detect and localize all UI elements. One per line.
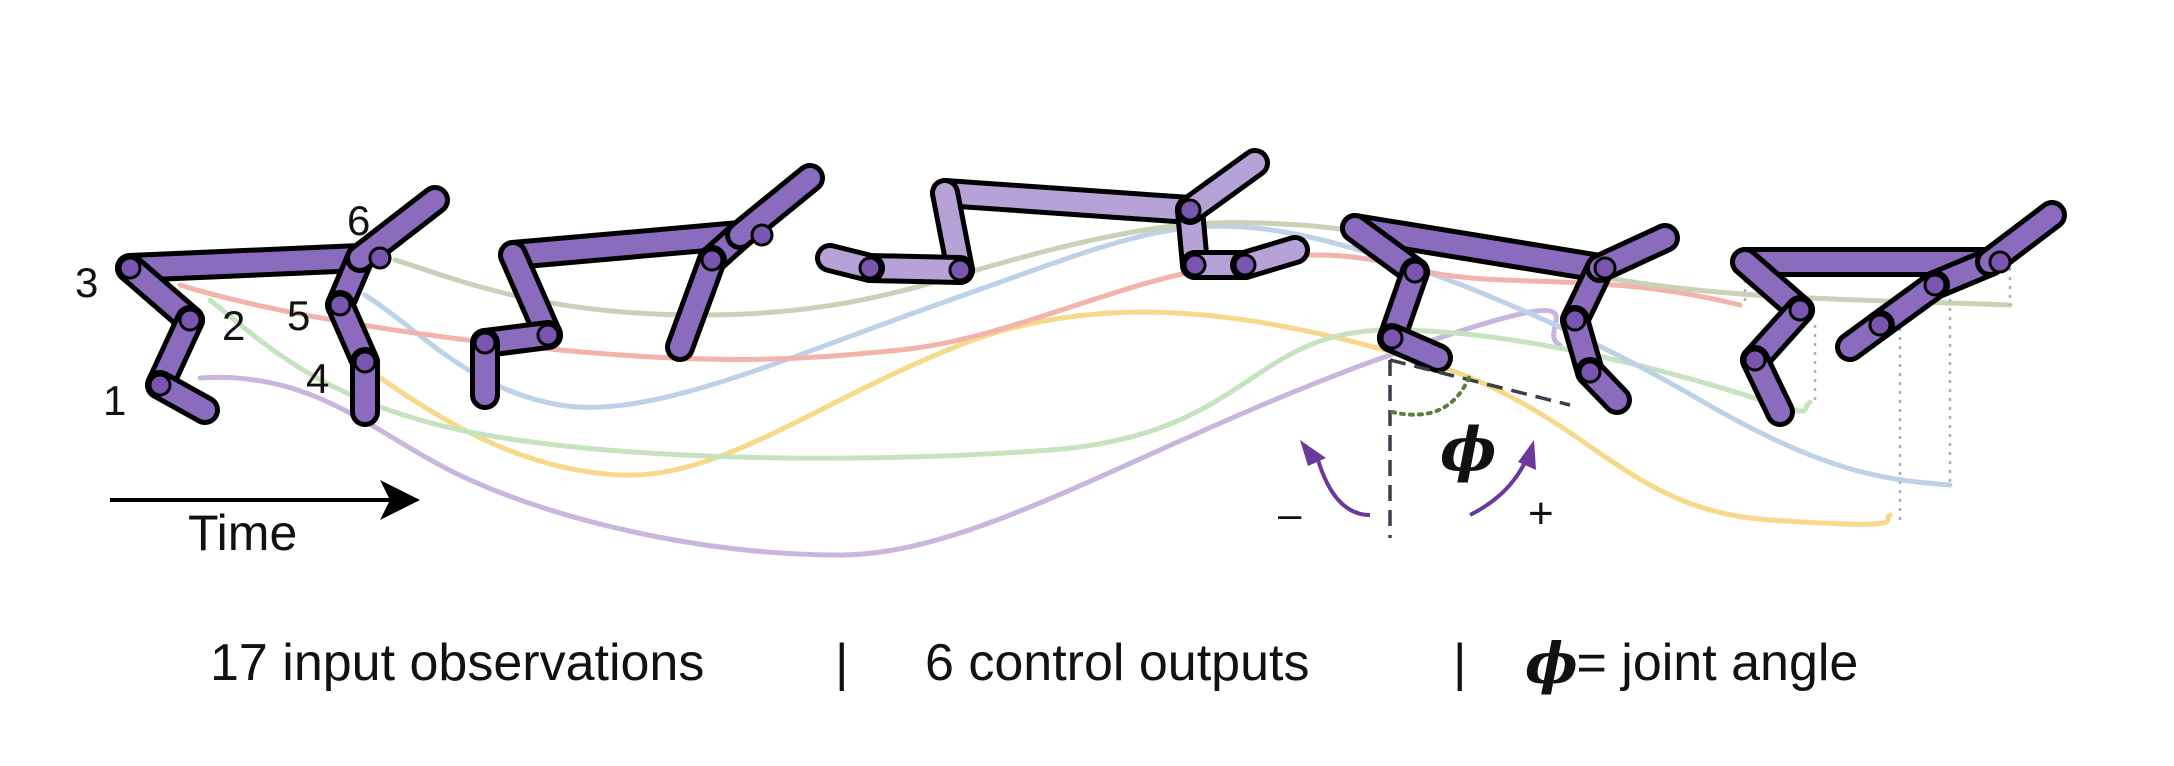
joint-marker <box>1183 253 1207 277</box>
joint-marker <box>1178 198 1202 222</box>
angle-symbol: ϕ <box>1440 415 1496 485</box>
joint-marker <box>700 248 724 272</box>
joint-marker <box>473 331 497 355</box>
limb-segment <box>670 250 722 357</box>
joint-label-2: 2 <box>222 302 245 349</box>
caption-line: 17 input observations <box>210 634 704 692</box>
walker-frame-4 <box>1340 213 1680 415</box>
joint-label-1: 1 <box>103 377 126 424</box>
joint-marker <box>118 256 142 280</box>
plus-sign: + <box>1528 489 1554 538</box>
joint-marker <box>1868 313 1892 337</box>
joint-marker <box>368 246 392 270</box>
joint-marker <box>1988 250 2012 274</box>
joint-marker <box>178 308 202 332</box>
joint-marker <box>148 373 172 397</box>
trace-purple <box>197 307 1563 558</box>
minus-sign: – <box>1278 490 1302 537</box>
joint-marker <box>858 256 882 280</box>
joint-marker <box>1403 260 1427 284</box>
joint-label-3: 3 <box>75 259 98 306</box>
limb-segment <box>503 225 750 265</box>
joint-marker <box>1233 253 1257 277</box>
joint-angle-diagram <box>1300 358 1571 538</box>
limb-segment <box>120 248 370 278</box>
joint-marker <box>948 258 972 282</box>
trace-blue <box>362 223 1953 488</box>
caption-phi-definition: = joint angle <box>1562 634 1858 692</box>
minus-rotation-arrow <box>1316 459 1371 517</box>
joint-marker <box>1923 273 1947 297</box>
limb-segment <box>730 168 820 245</box>
limb-segment <box>1180 153 1265 220</box>
joint-marker <box>1743 348 1767 372</box>
joint-marker <box>1380 326 1404 350</box>
joint-marker <box>1563 308 1587 332</box>
joint-marker <box>1593 256 1617 280</box>
joint-marker <box>1578 360 1602 384</box>
walker-frame-2 <box>470 163 825 410</box>
caption-observations: 17 input observations <box>210 634 704 692</box>
trace-red <box>177 252 1743 362</box>
joint-marker <box>353 350 377 374</box>
guide-lines <box>1743 262 2012 520</box>
joint-marker <box>1788 298 1812 322</box>
joint-marker <box>328 293 352 317</box>
trace-green <box>207 297 1813 461</box>
limb-segment <box>860 258 970 280</box>
walker-frame-5 <box>1730 200 2067 427</box>
walker-frame-1 <box>115 185 450 427</box>
limb-segment <box>1345 218 1610 278</box>
limb-segment <box>935 183 1200 220</box>
plus-rotation-arrow <box>1469 459 1528 517</box>
time-arrow <box>110 480 420 520</box>
caption-outputs: 6 control outputs <box>925 634 1309 692</box>
trace-yellow <box>369 309 1893 527</box>
caption-separator-1: | <box>835 634 849 692</box>
time-label: Time <box>188 505 297 561</box>
caption-separator-2: | <box>1453 634 1467 692</box>
walker-frame-3 <box>815 148 1310 285</box>
limb-segment <box>350 190 445 268</box>
joint-marker <box>750 223 774 247</box>
walker-frames <box>115 148 2067 427</box>
joint-label-6: 6 <box>347 197 370 244</box>
joint-label-4: 4 <box>306 355 329 402</box>
joint-marker <box>536 323 560 347</box>
caption-phi-symbol: ϕ <box>1525 631 1578 697</box>
joint-label-5: 5 <box>287 292 310 339</box>
